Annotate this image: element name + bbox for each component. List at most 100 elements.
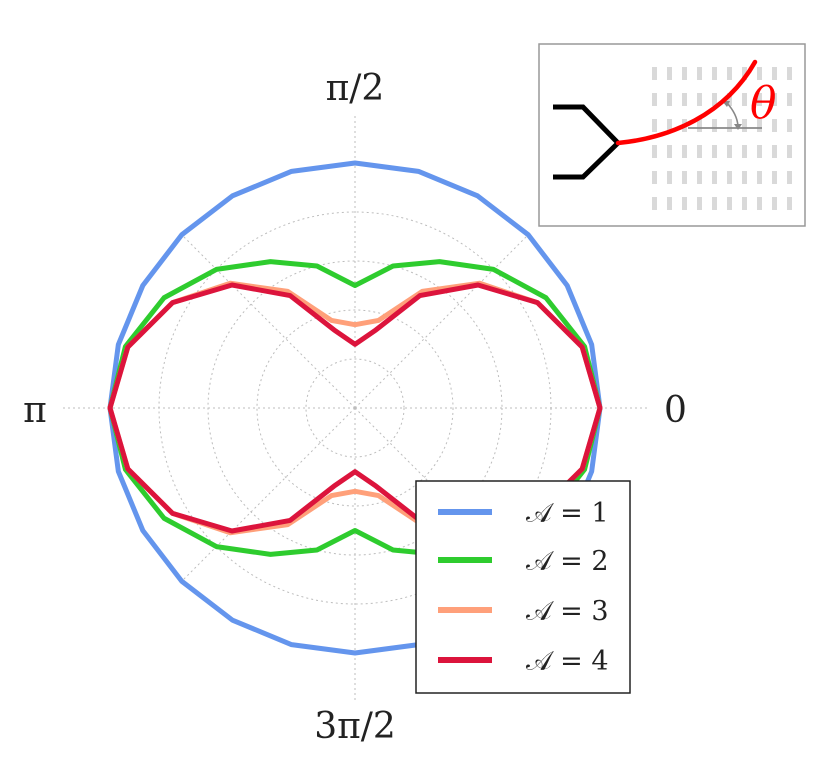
grid-dash (652, 93, 657, 106)
grid-dash (667, 171, 672, 184)
grid-dash (682, 171, 687, 184)
grid-dash (682, 93, 687, 106)
data-point (566, 284, 568, 287)
grid-dash (787, 93, 792, 106)
inset-schematic: θ (538, 43, 806, 227)
angle-label-pi-over-2: π/2 (326, 68, 385, 109)
data-point (171, 301, 174, 304)
grid-dash (787, 145, 792, 158)
data-point (269, 553, 272, 556)
legend-label-a1: 𝒜 = 1 (526, 498, 609, 529)
data-point (127, 346, 129, 348)
data-point (231, 619, 234, 621)
data-point (354, 343, 356, 346)
data-point (142, 529, 144, 532)
data-point (180, 580, 183, 583)
legend-label-a3: 𝒜 = 3 (526, 596, 609, 627)
grid-dash (787, 197, 792, 210)
grid-ring-1 (305, 358, 405, 458)
grid-ring-2 (256, 309, 454, 507)
grid-dash (727, 145, 732, 158)
angle-label-3pi-over-2: 3π/2 (314, 706, 396, 747)
grid-dash (772, 119, 777, 132)
data-point (417, 170, 420, 173)
grid-dash (757, 197, 762, 210)
grid-dash (772, 197, 777, 210)
data-point (286, 523, 289, 526)
data-point (180, 233, 183, 236)
grid-dash (742, 67, 747, 80)
data-point (377, 319, 380, 322)
data-point (171, 512, 174, 515)
grid-dash (667, 119, 672, 132)
grid-dash (697, 119, 702, 132)
grid-dash (682, 67, 687, 80)
grid-dash (697, 171, 702, 184)
grid-dash (742, 145, 747, 158)
grid-dash (697, 197, 702, 210)
data-point (354, 529, 356, 532)
data-point (127, 468, 129, 470)
grid-dash (712, 119, 717, 132)
data-point (375, 485, 377, 487)
inset-grid-dashes (652, 67, 792, 210)
data-point (290, 170, 293, 173)
grid-dash (772, 171, 777, 184)
data-point (231, 195, 234, 197)
grid-dash (787, 67, 792, 80)
grid-dash (757, 145, 762, 158)
data-point (215, 545, 218, 548)
grid-dash (772, 145, 777, 158)
angle-arrowhead-bottom-icon (734, 124, 742, 130)
legend-label-a2: 𝒜 = 2 (526, 546, 609, 577)
data-point (477, 284, 479, 286)
grid-dash (682, 197, 687, 210)
data-point (290, 643, 293, 646)
grid-spoke-225 (181, 407, 356, 582)
data-point (289, 294, 291, 297)
data-point (421, 290, 424, 293)
grid-dash (652, 67, 657, 80)
data-point (316, 549, 318, 551)
grid-dash (667, 197, 672, 210)
grid-dash (742, 197, 747, 210)
grid-dash (727, 67, 732, 80)
data-point (419, 294, 421, 297)
data-point (286, 290, 289, 293)
data-point (581, 346, 583, 348)
grid-dash (787, 119, 792, 132)
grid-dash (652, 119, 657, 132)
data-point (142, 284, 144, 287)
data-point (527, 233, 530, 236)
data-point (354, 490, 356, 493)
grid-dash (712, 67, 717, 80)
data-point (590, 470, 593, 473)
data-point (231, 284, 233, 286)
grid-dash (682, 145, 687, 158)
grid-dash (712, 145, 717, 158)
grid-dash (772, 67, 777, 80)
data-point (117, 470, 120, 473)
data-point (590, 343, 593, 346)
grid-dash (712, 93, 717, 106)
data-point (438, 260, 441, 263)
data-point (330, 494, 333, 497)
grid-dash (697, 67, 702, 80)
grid-dash (742, 93, 747, 106)
data-point (492, 268, 495, 271)
grid-dash (652, 171, 657, 184)
grid-dash (652, 145, 657, 158)
data-point (117, 343, 120, 346)
grid-spoke-45 (354, 234, 529, 409)
grid-dash (712, 197, 717, 210)
data-point (163, 517, 165, 520)
grid-dash (727, 93, 732, 106)
grid-spoke-135 (181, 234, 356, 409)
grid-dash (727, 197, 732, 210)
filament-curve (615, 59, 758, 146)
data-point (354, 323, 356, 326)
data-point (545, 296, 547, 299)
grid-spoke-315 (354, 407, 529, 582)
grid-dash (787, 171, 792, 184)
grid-dash (667, 67, 672, 80)
